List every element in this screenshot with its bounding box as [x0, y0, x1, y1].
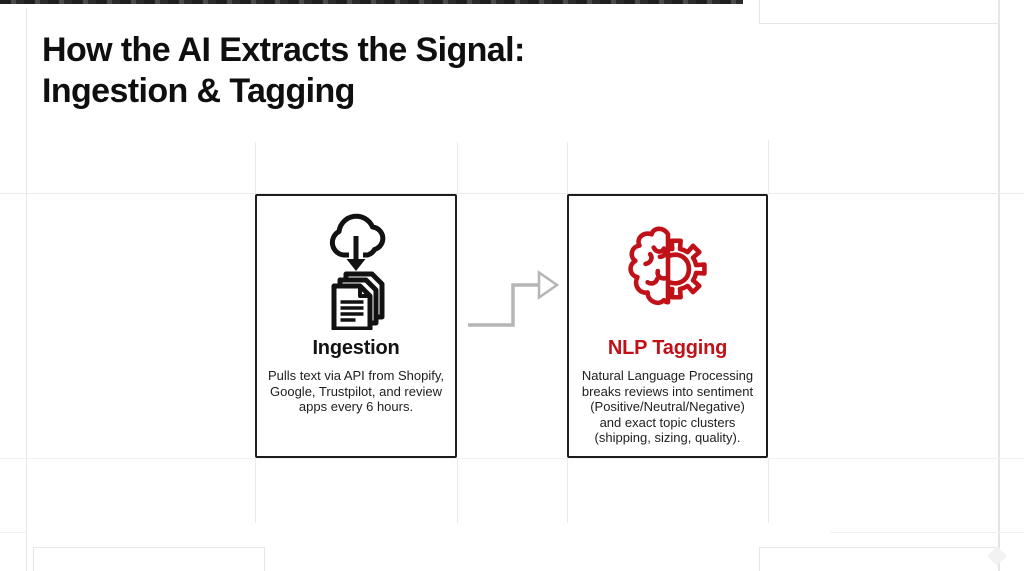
canvas-gridline-vertical-left — [26, 8, 27, 571]
canvas-frame-bottom-left — [33, 547, 265, 571]
canvas-gridline-bottom-left — [0, 532, 26, 533]
canvas-gridline-bottom-right — [830, 532, 1024, 533]
canvas-gridline-stub — [768, 459, 769, 523]
canvas-gridline-stub — [567, 142, 568, 193]
canvas-gridline-horizontal-cards-top — [0, 193, 1024, 194]
canvas-edge-top — [0, 0, 743, 4]
canvas-gridline-horizontal-cards-bottom — [0, 458, 1024, 459]
card-body-nlp-tagging: Natural Language Processing breaks revie… — [581, 368, 754, 445]
canvas-gridline-stub — [457, 142, 458, 193]
slide-title-line1: How the AI Extracts the Signal: — [42, 31, 525, 69]
card-ingestion[interactable]: Ingestion Pulls text via API from Shopif… — [255, 194, 457, 458]
card-title-ingestion: Ingestion — [312, 337, 400, 359]
canvas-frame-bottom-right — [759, 547, 1000, 571]
flow-arrow-connector[interactable] — [460, 255, 570, 345]
canvas-gridline-stub — [255, 459, 256, 523]
canvas-gridline-stub — [567, 459, 568, 523]
cloud-download-documents-icon — [306, 202, 406, 336]
brain-gear-icon — [617, 202, 719, 336]
canvas-frame-top-right — [759, 0, 1000, 24]
canvas-gridline-stub — [768, 140, 769, 193]
card-title-nlp-tagging: NLP Tagging — [607, 337, 728, 359]
canvas-gridline-stub — [255, 142, 256, 193]
card-body-ingestion: Pulls text via API from Shopify, Google,… — [267, 368, 445, 414]
canvas-gridline-vertical-right — [998, 0, 1000, 571]
card-nlp-tagging[interactable]: NLP Tagging Natural Language Processing … — [567, 194, 768, 458]
slide-title-line2: Ingestion & Tagging — [42, 72, 355, 110]
slide-title: How the AI Extracts the Signal: Ingestio… — [42, 30, 525, 112]
canvas-gridline-stub — [457, 459, 458, 523]
